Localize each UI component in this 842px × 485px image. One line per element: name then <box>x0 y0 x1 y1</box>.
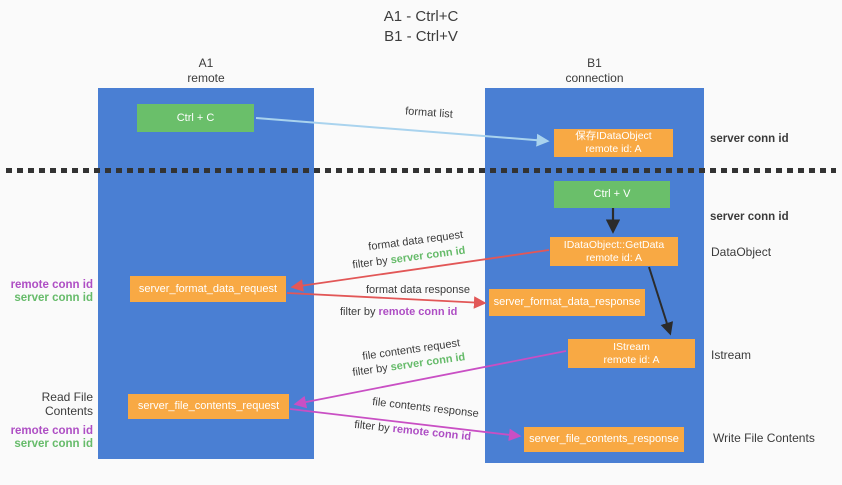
diagram-title: A1 - Ctrl+C B1 - Ctrl+V <box>0 7 842 47</box>
format-data-response-label: format data response <box>366 284 470 296</box>
filter-by-text: filter by <box>351 362 389 379</box>
right-dataobject-label: DataObject <box>711 245 772 259</box>
phase-divider-dotted-line <box>6 168 836 173</box>
left-conn-id-labels-2: Read File Contents remote conn id server… <box>7 390 93 451</box>
format-data-response-filter-label: filter by remote conn id <box>340 306 457 318</box>
right-server-conn-id-label-1: server conn id <box>710 133 789 145</box>
node-ctrl-c: Ctrl + C <box>137 104 254 132</box>
file-contents-response-label: file contents response <box>371 395 480 421</box>
filter-by-text: filter by <box>351 254 389 272</box>
left-remote-conn-id-label-2: remote conn id <box>10 425 93 437</box>
node-ctrl-c-label: Ctrl + C <box>176 111 215 124</box>
node-server-file-contents-request-label: server_file_contents_request <box>137 400 280 412</box>
right-write-file-contents-label: Write File Contents <box>713 431 815 445</box>
left-server-conn-id-label-1: server conn id <box>14 292 93 304</box>
left-conn-id-labels-1: remote conn id server conn id <box>7 279 93 305</box>
filter-by-text: filter by <box>353 418 391 435</box>
file-contents-response-filter-label: filter by remote conn id <box>354 419 472 443</box>
left-server-conn-id-label-2: server conn id <box>14 438 93 450</box>
node-istream: IStream remote id: A <box>568 339 695 368</box>
lifeline-right-name: B1 <box>587 56 602 70</box>
node-ctrl-v-label: Ctrl + V <box>593 188 631 200</box>
node-idataobject-getdata-line2: remote id: A <box>585 251 643 264</box>
node-save-idataobject-line1: 保存IDataObject <box>575 130 652 142</box>
node-server-file-contents-response: server_file_contents_response <box>524 427 684 452</box>
node-istream-line2: remote id: A <box>603 353 660 366</box>
lifeline-right-header: B1 connection <box>485 56 704 86</box>
remote-conn-id-text: remote conn id <box>392 422 472 444</box>
lifeline-left-name: A1 <box>198 56 214 70</box>
node-server-format-data-response-label: server_format_data_response <box>493 296 641 308</box>
node-idataobject-getdata: IDataObject::GetData remote id: A <box>550 237 678 266</box>
lifeline-left-subtitle: remote <box>187 71 225 85</box>
node-server-format-data-response: server_format_data_response <box>489 289 645 316</box>
node-server-file-contents-request: server_file_contents_request <box>128 394 289 419</box>
right-server-conn-id-label-2: server conn id <box>710 211 789 223</box>
node-ctrl-v: Ctrl + V <box>554 181 670 208</box>
node-idataobject-getdata-line1: IDataObject::GetData <box>563 238 665 251</box>
node-server-format-data-request-label: server_format_data_request <box>138 282 278 295</box>
node-server-format-data-request: server_format_data_request <box>130 276 286 302</box>
right-istream-label: Istream <box>711 348 752 362</box>
read-file-contents-label: Read File Contents <box>41 390 93 418</box>
title-line-2: B1 - Ctrl+V <box>384 28 458 45</box>
lifeline-left-header: A1 remote <box>98 56 314 86</box>
format-list-arrow-label: format list <box>404 105 454 121</box>
node-istream-line1: IStream <box>613 340 650 353</box>
remote-conn-id-text: remote conn id <box>378 306 458 318</box>
node-save-idataobject-line2: remote id: A <box>585 143 642 155</box>
node-save-idataobject: 保存IDataObject remote id: A <box>554 129 673 157</box>
node-server-file-contents-response-label: server_file_contents_response <box>529 433 679 445</box>
title-line-1: A1 - Ctrl+C <box>383 8 459 25</box>
filter-by-text: filter by <box>340 306 376 318</box>
lifeline-right-subtitle: connection <box>565 71 624 85</box>
left-remote-conn-id-label-1: remote conn id <box>10 279 93 291</box>
